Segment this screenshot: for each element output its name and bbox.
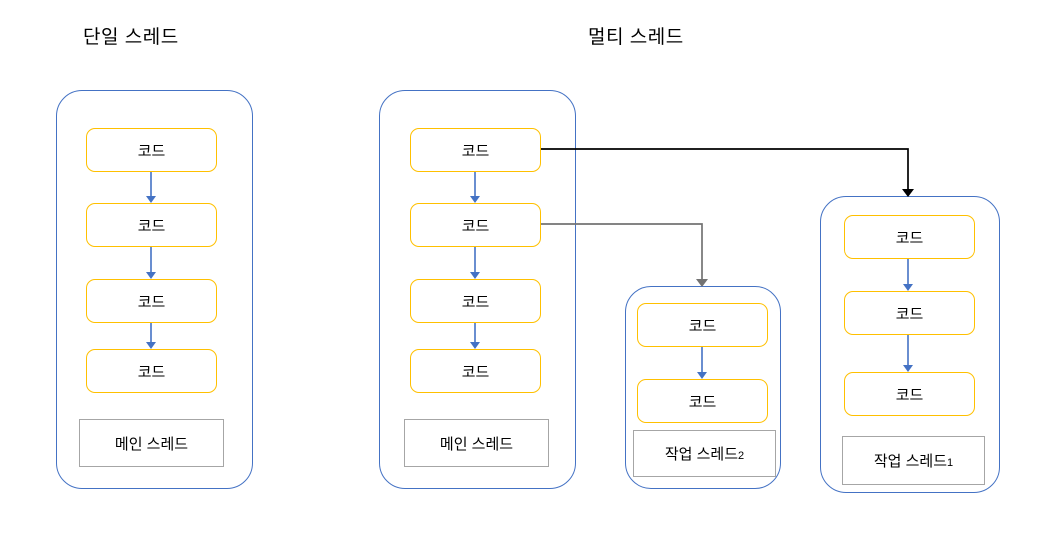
code-box: 코드 (410, 349, 541, 393)
thread-label-text: 메인 스레드 (439, 435, 514, 453)
thread-container-single-thread-main (56, 90, 253, 489)
code-box: 코드 (86, 203, 217, 247)
thread-label-single-thread-main: 메인 스레드 (79, 419, 224, 467)
diagram-title-1: 단일 스레드 (83, 27, 179, 48)
thread-container-multi-thread-main (379, 90, 576, 489)
code-box: 코드 (86, 279, 217, 323)
thread-label-worker-thread-1: 작업 스레드 1 (842, 436, 985, 485)
thread-label-text: 메인 스레드 (114, 435, 189, 453)
thread-label-index: 2 (738, 449, 745, 462)
code-box: 코드 (637, 303, 768, 347)
code-box: 코드 (410, 279, 541, 323)
code-box: 코드 (637, 379, 768, 423)
diagram-title-2: 멀티 스레드 (588, 27, 684, 48)
thread-label-multi-thread-main: 메인 스레드 (404, 419, 549, 467)
code-box: 코드 (844, 291, 975, 335)
thread-label-index: 1 (947, 456, 954, 469)
code-box: 코드 (86, 349, 217, 393)
code-box: 코드 (844, 215, 975, 259)
code-box: 코드 (410, 203, 541, 247)
thread-label-text: 작업 스레드 (873, 453, 948, 470)
thread-label-text: 작업 스레드 (664, 446, 739, 463)
code-box: 코드 (410, 128, 541, 172)
code-box: 코드 (86, 128, 217, 172)
code-box: 코드 (844, 372, 975, 416)
